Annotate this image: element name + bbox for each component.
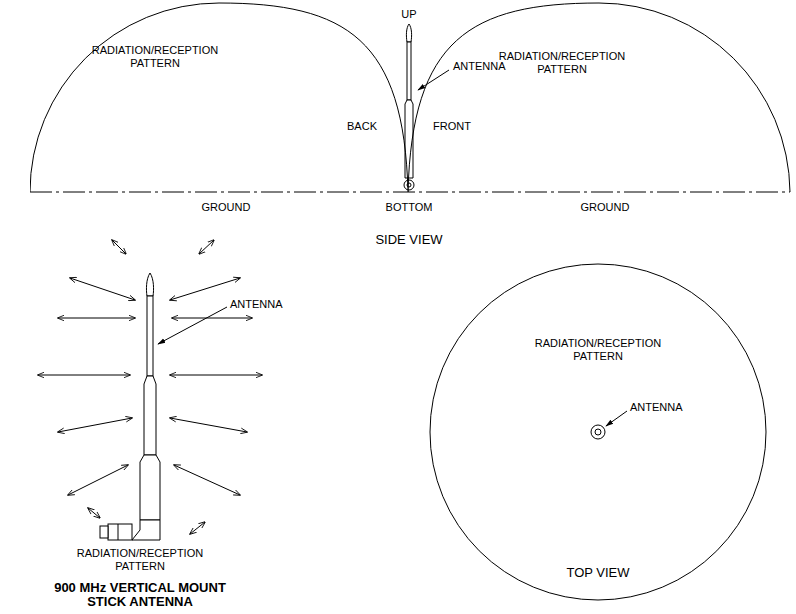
pattern-label: RADIATION/RECEPTION PATTERN bbox=[518, 337, 678, 362]
view-title: SIDE VIEW bbox=[375, 233, 442, 248]
radiation-lobe: RADIATION/RECEPTION PATTERN bbox=[408, 0, 791, 193]
radiation-arrows bbox=[38, 240, 262, 534]
pattern-label: RADIATION/RECEPTION PATTERN bbox=[482, 50, 642, 75]
node-outline bbox=[408, 0, 791, 193]
radiation-lobe: RADIATION/RECEPTION PATTERN bbox=[30, 0, 409, 193]
label-text: GROUND bbox=[202, 201, 251, 214]
antenna-symbol bbox=[591, 425, 605, 439]
label-text: BOTTOM bbox=[386, 201, 433, 214]
leader-line bbox=[606, 411, 627, 426]
leader-line bbox=[158, 307, 227, 344]
label-text: BACK bbox=[347, 120, 377, 133]
label-text: RADIATION/RECEPTION PATTERN bbox=[60, 547, 220, 572]
view-title: TOP VIEW bbox=[538, 566, 658, 581]
ground-line bbox=[30, 192, 790, 193]
leader-line bbox=[418, 70, 449, 90]
pattern-label: RADIATION/RECEPTION PATTERN bbox=[75, 44, 235, 69]
figure-title: 900 MHz VERTICAL MOUNT STICK ANTENNA bbox=[40, 581, 240, 608]
node-outline bbox=[30, 0, 409, 193]
stick-antenna bbox=[100, 273, 160, 540]
label-text: GROUND bbox=[581, 201, 630, 214]
callout-label: ANTENNA bbox=[230, 298, 283, 311]
radiation-circle: RADIATION/RECEPTION PATTERN ANTENNA TOP VI… bbox=[429, 263, 767, 601]
label-text: UP bbox=[401, 8, 416, 21]
label-text: FRONT bbox=[433, 120, 471, 133]
node-outline bbox=[429, 263, 767, 601]
callout-label: ANTENNA bbox=[453, 60, 506, 73]
callout-label: ANTENNA bbox=[630, 401, 683, 414]
